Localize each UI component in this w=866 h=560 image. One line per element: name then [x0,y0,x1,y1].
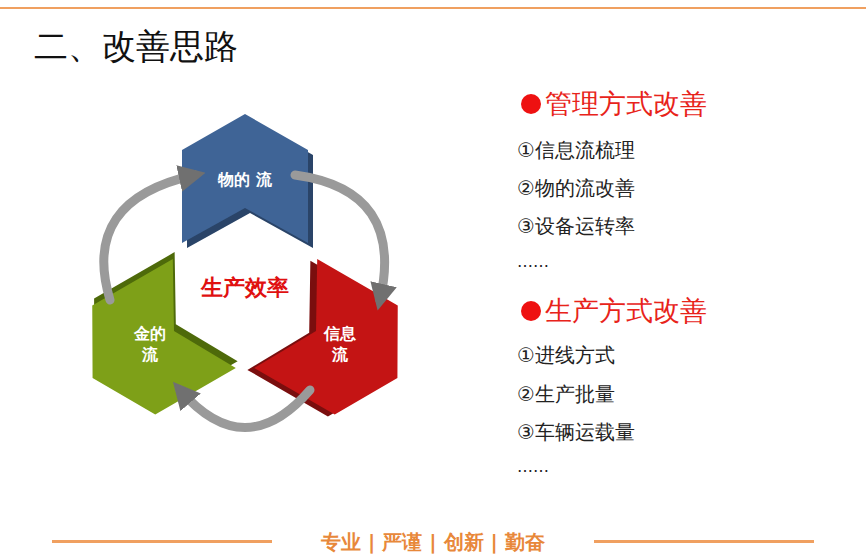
cycle-arrow [180,390,310,428]
slide-title: 二、改善思路 [34,26,238,67]
footer-motto: 专业 | 严谨 | 创新 | 勤奋 [321,530,545,554]
bullet-dot [521,94,541,114]
list-item: ①信息流梳理 [517,138,635,162]
segment-label: 金的 流 [132,324,169,366]
cycle-segment: 金的 流 [100,300,200,390]
cycle-segments [61,114,429,434]
list-item: ②生产批量 [517,382,615,406]
list-item: ①进线方式 [517,343,615,367]
ellipsis: …… [517,252,549,271]
list-item: ③设备运转率 [517,214,635,238]
section-heading: 生产方式改善 [545,295,707,327]
list-item: ③车辆运载量 [517,420,635,444]
bullet-dot [521,301,541,321]
footer-rule [594,540,814,543]
cycle-arrow [104,175,195,300]
segment-label: 物的 流 [218,170,272,191]
ellipsis: …… [517,457,549,476]
footer-rule [52,540,272,543]
section-heading: 管理方式改善 [545,88,707,120]
cycle-segment: 物的 流 [195,135,295,225]
center-label: 生产效率 [201,275,289,301]
list-item: ②物的流改善 [517,176,635,200]
cycle-arrow [295,175,385,300]
segment-label: 信息 流 [322,324,359,366]
top-rule [0,7,866,9]
cycle-segment: 信息 流 [290,300,390,390]
